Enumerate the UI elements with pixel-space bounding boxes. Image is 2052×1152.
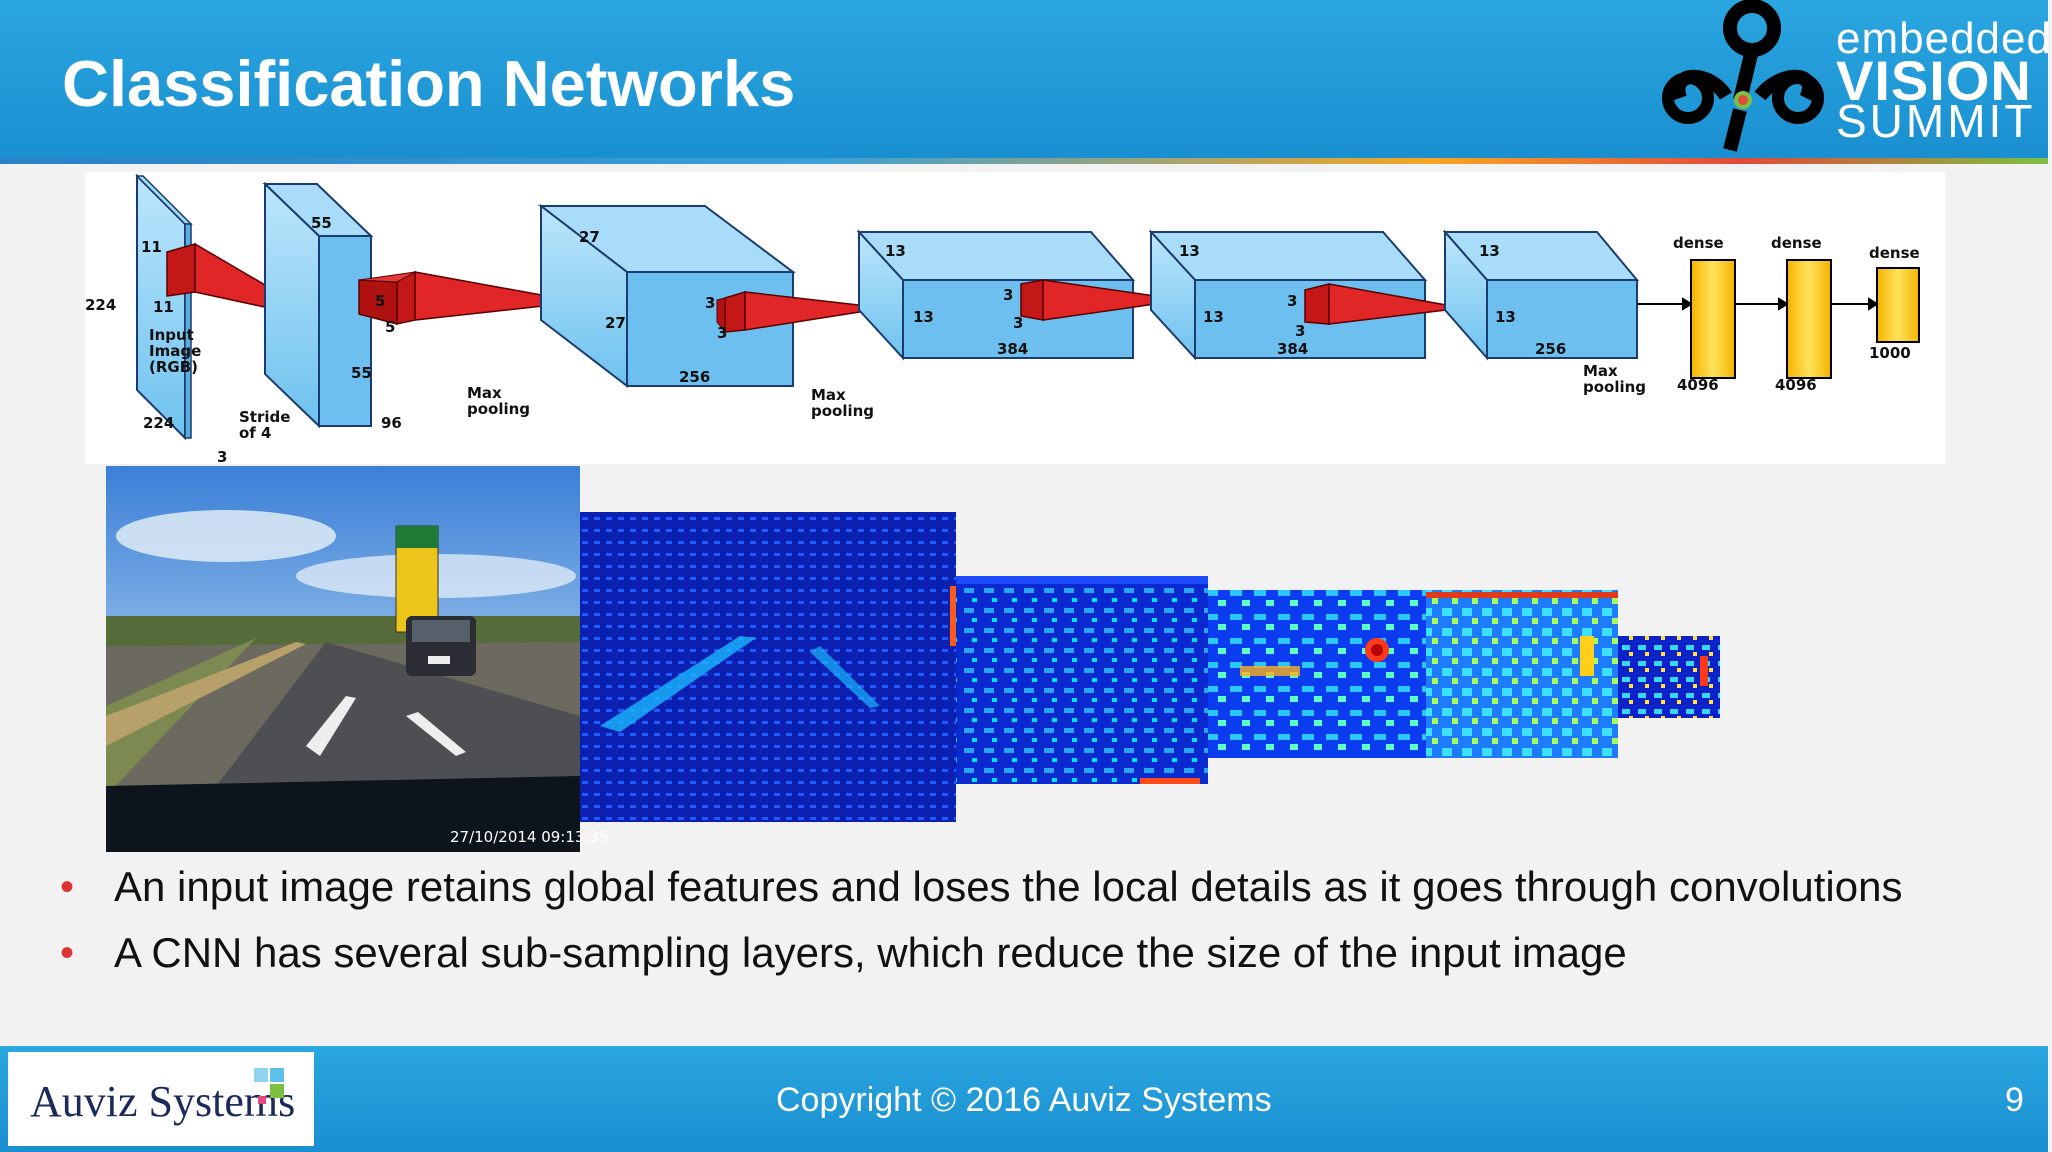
bullet-item: • A CNN has several sub-sampling layers,… bbox=[60, 926, 1960, 980]
auviz-logo-text: Auviz Systems bbox=[30, 1077, 296, 1126]
label-maxpool2-1: Max bbox=[811, 386, 846, 404]
label-l4-3a: 3 bbox=[1287, 292, 1297, 310]
feature-map-2 bbox=[956, 576, 1208, 784]
label-224-left: 224 bbox=[85, 296, 116, 314]
label-l2-3a: 3 bbox=[705, 294, 715, 312]
label-dense1-size: 4096 bbox=[1677, 376, 1719, 394]
label-l4-3b: 3 bbox=[1295, 322, 1305, 340]
auviz-logo-box: Auviz Systems bbox=[8, 1052, 314, 1146]
label-input-3: (RGB) bbox=[149, 358, 198, 376]
label-l5-13-top: 13 bbox=[1479, 242, 1500, 260]
label-l3-384: 384 bbox=[997, 340, 1028, 358]
dense1-bar bbox=[1690, 259, 1736, 379]
label-dense2: dense bbox=[1771, 234, 1822, 252]
label-l4-384: 384 bbox=[1277, 340, 1308, 358]
label-maxpool2-2: pooling bbox=[811, 402, 874, 420]
bullet-item: • An input image retains global features… bbox=[60, 860, 1960, 914]
label-maxpool3-1: Max bbox=[1583, 362, 1618, 380]
label-l3-3b: 3 bbox=[1013, 314, 1023, 332]
car-ahead bbox=[406, 616, 476, 676]
label-stride-1: Stride bbox=[239, 408, 290, 426]
label-l3-13-side: 13 bbox=[913, 308, 934, 326]
conv4-kernel bbox=[1020, 279, 1184, 321]
label-maxpool3-2: pooling bbox=[1583, 378, 1646, 396]
label-dense3: dense bbox=[1869, 244, 1920, 262]
conv2-kernel bbox=[358, 270, 581, 325]
page-number: 9 bbox=[2005, 1081, 2024, 1119]
label-l5-13-side: 13 bbox=[1495, 308, 1516, 326]
label-l2-3b: 3 bbox=[717, 324, 727, 342]
label-l5-256: 256 bbox=[1535, 340, 1566, 358]
feature-map-1 bbox=[580, 512, 956, 822]
bullet-marker: • bbox=[60, 931, 75, 975]
label-l4-13-top: 13 bbox=[1179, 242, 1200, 260]
conv5-kernel bbox=[1304, 283, 1464, 325]
conv1-cube bbox=[262, 181, 374, 429]
road-input-photo: 27/10/2014 09:13:35 bbox=[106, 466, 609, 852]
dense2-bar bbox=[1786, 259, 1832, 379]
dense3-bar bbox=[1876, 267, 1920, 343]
conv3-kernel bbox=[716, 290, 886, 334]
label-l2-256: 256 bbox=[679, 368, 710, 386]
label-224-bottom: 224 bbox=[143, 414, 174, 432]
alexnet-architecture-diagram: 224 224 3 11 11 Input Image (RGB) Stride… bbox=[85, 172, 1945, 466]
dense-arrows bbox=[1637, 297, 1879, 311]
embedded-vision-summit-logo bbox=[1662, 0, 1824, 152]
slide-footer bbox=[0, 1046, 2048, 1152]
feature-map-visualizations bbox=[580, 512, 1720, 822]
slide-title: Classification Networks bbox=[62, 47, 796, 120]
label-l1-5a: 5 bbox=[375, 292, 385, 310]
bullet-list: • An input image retains global features… bbox=[60, 860, 1960, 992]
conv5-cube bbox=[1442, 229, 1640, 361]
label-l1-55-top: 55 bbox=[311, 214, 332, 232]
label-l4-13-side: 13 bbox=[1203, 308, 1224, 326]
label-input-2: Image bbox=[149, 342, 201, 360]
label-dense2-size: 4096 bbox=[1775, 376, 1817, 394]
label-l1-96: 96 bbox=[381, 414, 402, 432]
label-l3-13-top: 13 bbox=[885, 242, 906, 260]
label-l2-27-side: 27 bbox=[605, 314, 626, 332]
logo-summit-text: SUMMIT bbox=[1836, 95, 2036, 147]
label-input-1: Input bbox=[149, 326, 194, 344]
label-l2-27-top: 27 bbox=[579, 228, 600, 246]
label-l1-55-side: 55 bbox=[351, 364, 372, 382]
label-3-input: 3 bbox=[217, 448, 227, 466]
bullet-text: A CNN has several sub-sampling layers, w… bbox=[114, 929, 1627, 976]
label-dense1: dense bbox=[1673, 234, 1724, 252]
bullet-text: An input image retains global features a… bbox=[114, 863, 1903, 910]
label-11b: 11 bbox=[153, 298, 174, 316]
bullet-marker: • bbox=[60, 865, 75, 909]
label-l3-3a: 3 bbox=[1003, 286, 1013, 304]
header-divider bbox=[0, 158, 2048, 164]
logo-embedded-text: embedded bbox=[1836, 14, 2052, 63]
label-stride-2: of 4 bbox=[239, 424, 272, 442]
label-maxpool1-2: pooling bbox=[467, 400, 530, 418]
label-11a: 11 bbox=[141, 238, 162, 256]
label-maxpool1-1: Max bbox=[467, 384, 502, 402]
auviz-logo-mark-icon bbox=[254, 1068, 284, 1104]
label-dense3-size: 1000 bbox=[1869, 344, 1911, 362]
copyright-text: Copyright © 2016 Auviz Systems bbox=[776, 1081, 1272, 1119]
logo-vision-text: VISION bbox=[1836, 49, 2032, 112]
photo-timestamp: 27/10/2014 09:13:35 bbox=[450, 828, 609, 846]
label-l1-5b: 5 bbox=[385, 318, 395, 336]
